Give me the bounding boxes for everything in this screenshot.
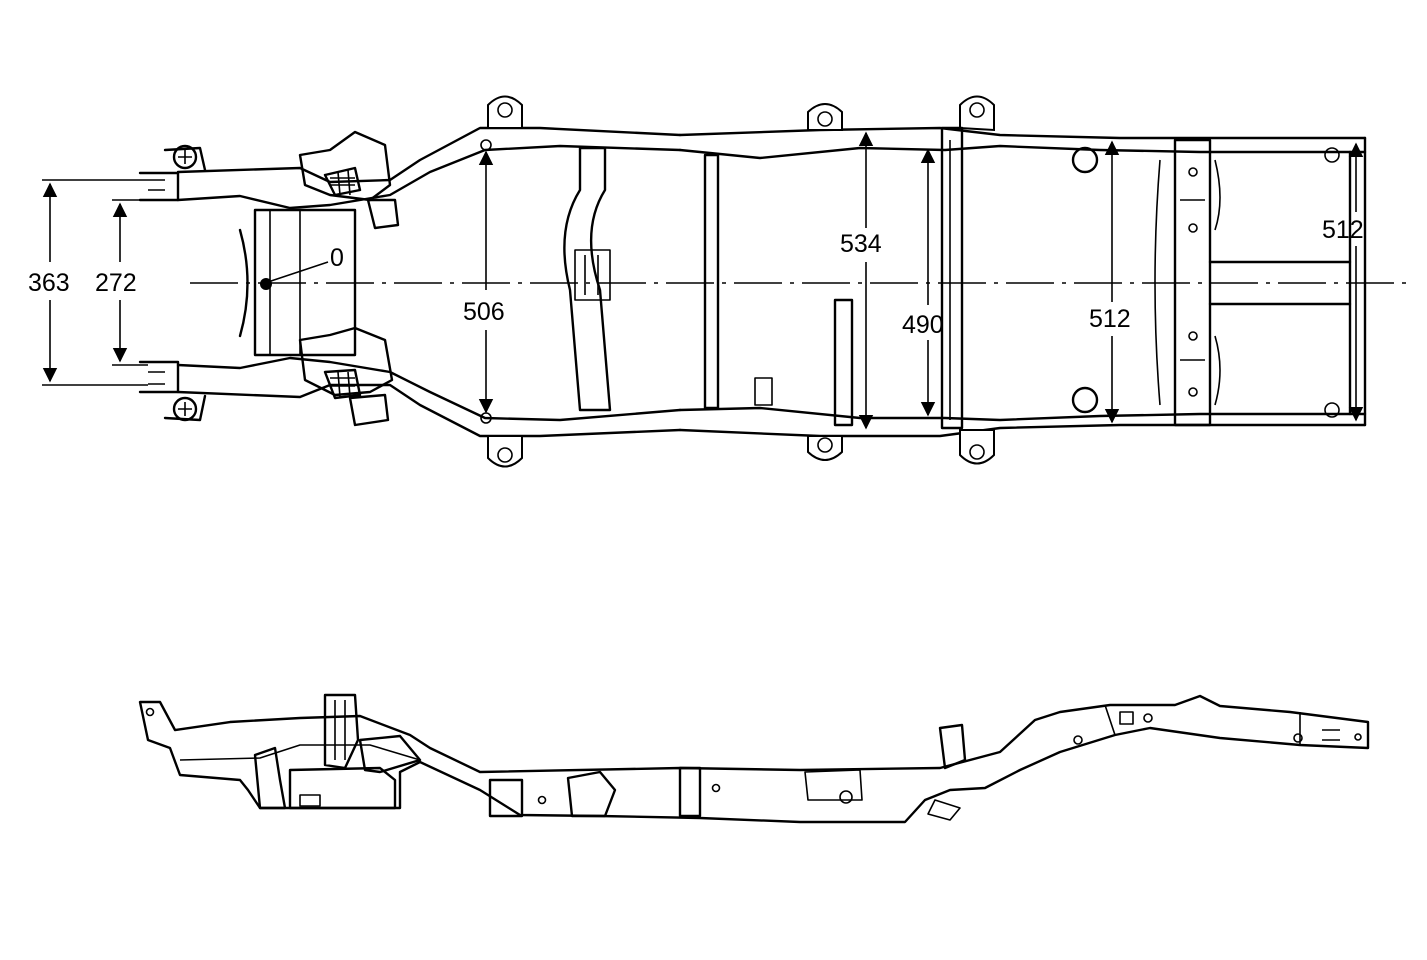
engine-mount-brackets [298, 130, 400, 427]
origin-point [260, 278, 272, 290]
dimension-506: 506 [463, 139, 505, 424]
crossmembers [563, 126, 1352, 430]
dimension-512-mid-label: 512 [1089, 305, 1131, 333]
origin-leader-line [267, 261, 329, 283]
origin-label: 0 [330, 244, 344, 272]
main-frame-rails [678, 126, 1367, 438]
dimension-534-label: 534 [840, 230, 882, 258]
dimension-272: 272 [95, 199, 148, 366]
dimension-506-label: 506 [463, 298, 505, 326]
frame-top-view: 0 363 272 506 534 [28, 95, 1408, 468]
dimension-512-rear-label: 512 [1322, 216, 1364, 244]
dimension-490-label: 490 [902, 311, 944, 339]
dimension-363-label: 363 [28, 269, 70, 297]
frame-side-view [138, 693, 1370, 824]
body-mount-tabs [487, 95, 1340, 468]
dimension-272-label: 272 [95, 269, 137, 297]
dimension-512-mid: 512 [1089, 140, 1131, 424]
dimension-512-rear: 512 [1322, 142, 1364, 422]
dimension-363: 363 [28, 179, 148, 386]
dimension-534: 534 [840, 131, 882, 430]
front-bumper-brackets [138, 144, 207, 422]
dimension-490: 490 [902, 148, 944, 417]
